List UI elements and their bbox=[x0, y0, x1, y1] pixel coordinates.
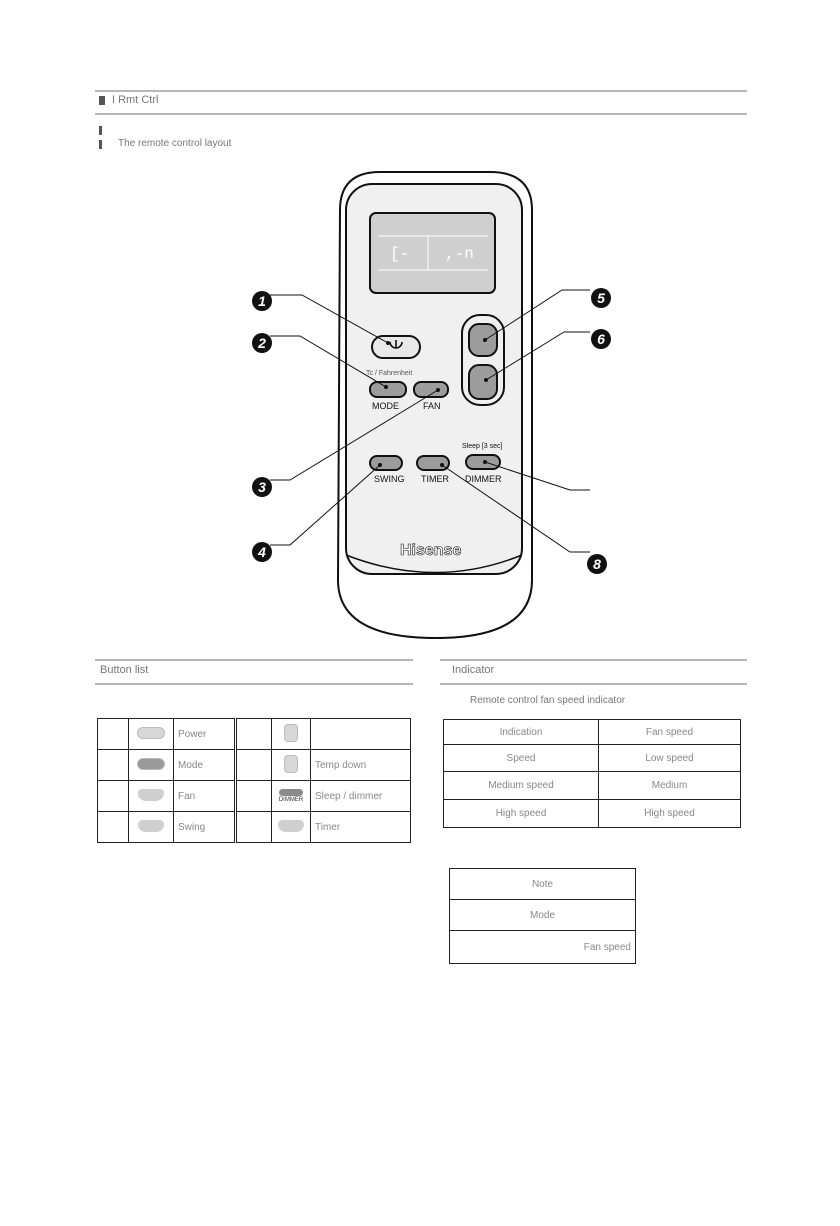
header-rule-bottom bbox=[95, 113, 747, 115]
pill-light-icon bbox=[137, 726, 165, 739]
callout-2: 2 bbox=[252, 333, 272, 353]
list-item: Temp down bbox=[310, 749, 411, 781]
callout-6: 6 bbox=[591, 329, 611, 349]
right-panel-title: Indicator bbox=[452, 664, 495, 676]
mode-button bbox=[369, 381, 407, 398]
dimmer-label: DIMMER bbox=[465, 474, 502, 484]
timer-button bbox=[416, 455, 450, 471]
round-pill-icon bbox=[278, 819, 304, 832]
table-row: Indication Fan speed bbox=[443, 719, 741, 745]
header-rule-top bbox=[95, 90, 747, 92]
header-marker bbox=[99, 96, 105, 105]
list-item: Mode bbox=[173, 749, 236, 781]
right-panel-rule-top bbox=[440, 659, 747, 661]
mode-top-label: Tc / Fahrenheit bbox=[366, 370, 413, 377]
lcd-display bbox=[369, 212, 496, 294]
list-item: Swing bbox=[173, 811, 236, 843]
swing-button bbox=[369, 455, 403, 471]
dimmer-icon-text: DIMMER bbox=[278, 796, 304, 803]
sleep-top-label: Sleep [3 sec] bbox=[462, 443, 503, 450]
table-cell: Speed bbox=[443, 744, 599, 772]
table-row: Swing Timer bbox=[97, 811, 411, 843]
chevron-pill-icon bbox=[138, 788, 164, 801]
table-row: Note bbox=[449, 868, 636, 900]
pill-dark-icon bbox=[137, 757, 165, 770]
right-panel-rule-bottom bbox=[440, 683, 747, 685]
callout-5: 5 bbox=[591, 288, 611, 308]
table-cell: Fan speed bbox=[598, 719, 741, 745]
round-pill-icon bbox=[138, 819, 164, 832]
right-panel-intro: Remote control fan speed indicator bbox=[470, 695, 626, 706]
table-cell: Low speed bbox=[598, 744, 741, 772]
left-panel-title: Button list bbox=[100, 664, 149, 676]
table-row: Fan speed bbox=[449, 930, 636, 964]
svg-text:,-n: ,-n bbox=[445, 245, 474, 263]
table-row: Speed Low speed bbox=[443, 744, 741, 772]
timer-label: TIMER bbox=[421, 474, 449, 484]
fan-speed-table: Indication Fan speed Speed Low speed Med… bbox=[443, 719, 741, 828]
callout-3: 3 bbox=[252, 477, 272, 497]
table-cell: Indication bbox=[443, 719, 599, 745]
list-item: Sleep / dimmer bbox=[310, 780, 411, 812]
left-panel-rule-top bbox=[95, 659, 413, 661]
list-item bbox=[310, 718, 411, 750]
tall-pill-icon bbox=[284, 754, 298, 773]
table-row: Mode bbox=[449, 899, 636, 931]
sub-line-2-marker bbox=[99, 140, 102, 149]
table-cell: Note bbox=[449, 868, 636, 900]
fan-label: FAN bbox=[423, 401, 441, 411]
table-row: Fan DIMMER Sleep / dimmer bbox=[97, 780, 411, 812]
table-cell: High speed bbox=[443, 799, 599, 828]
temp-down-button bbox=[468, 364, 498, 400]
mode-label: MODE bbox=[372, 401, 399, 411]
callout-1: 1 bbox=[252, 291, 272, 311]
list-item: Timer bbox=[310, 811, 411, 843]
table-row: High speed High speed bbox=[443, 799, 741, 828]
table-cell: Medium bbox=[598, 771, 741, 800]
tall-pill-icon bbox=[284, 723, 298, 742]
fan-button bbox=[413, 381, 449, 398]
table-row: Power bbox=[97, 718, 411, 750]
table-cell: High speed bbox=[598, 799, 741, 828]
sub-line-1-marker bbox=[99, 126, 102, 135]
brand-logo: Hisense bbox=[400, 542, 461, 559]
left-panel-rule-bottom bbox=[95, 683, 413, 685]
dimmer-pill-icon: DIMMER bbox=[278, 788, 304, 803]
button-list-table: Power Mode Temp down Fan DIMMER Sleep / … bbox=[97, 718, 411, 843]
callout-8: 8 bbox=[587, 554, 607, 574]
list-item: Fan bbox=[173, 780, 236, 812]
table-row: Mode Temp down bbox=[97, 749, 411, 781]
swing-label: SWING bbox=[374, 474, 405, 484]
note-box: Note Mode Fan speed bbox=[449, 868, 636, 964]
table-cell: Fan speed bbox=[449, 930, 636, 964]
table-cell: Mode bbox=[449, 899, 636, 931]
sub-line-2: The remote control layout bbox=[118, 138, 232, 149]
list-item: Power bbox=[173, 718, 236, 750]
header-section-title: I Rmt Ctrl bbox=[112, 94, 159, 106]
remote-control-diagram: [- ,-n Hisense bbox=[270, 171, 590, 640]
table-row: Medium speed Medium bbox=[443, 771, 741, 800]
table-cell: Medium speed bbox=[443, 771, 599, 800]
svg-text:[-: [- bbox=[390, 245, 409, 263]
callout-4: 4 bbox=[252, 542, 272, 562]
